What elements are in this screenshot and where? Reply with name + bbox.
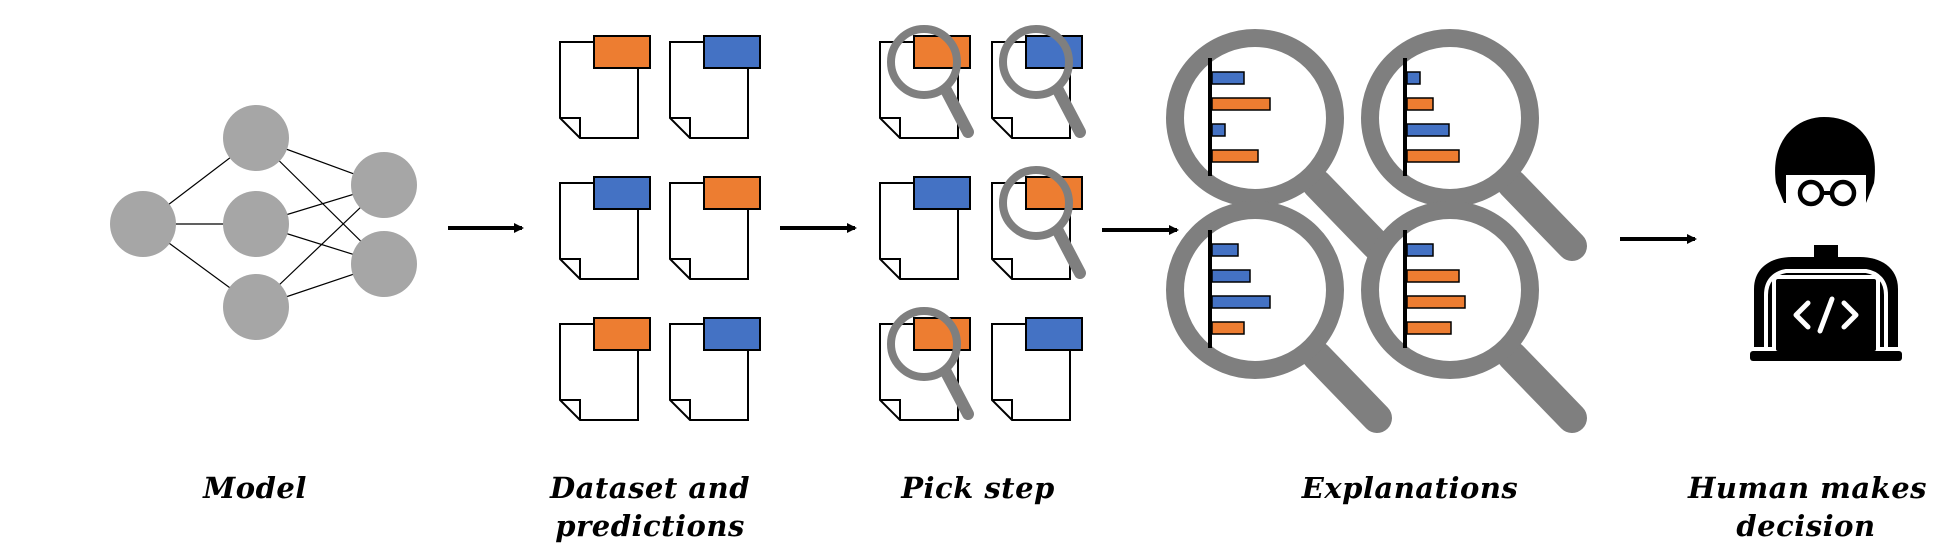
- explanation-magnifier: [1361, 201, 1587, 433]
- feature-bar: [1406, 71, 1421, 85]
- feature-bar: [1211, 123, 1226, 137]
- hidden-node: [223, 274, 289, 340]
- document-icon: [669, 317, 761, 421]
- feature-bar: [1211, 71, 1245, 85]
- feature-bar: [1406, 269, 1460, 283]
- person-with-laptop-icon: [1750, 117, 1902, 361]
- stage-label-dataset: Dataset and predictions: [530, 469, 770, 545]
- magnifying-glass-icon: [887, 307, 974, 420]
- document-icon: [879, 176, 971, 280]
- feature-bar: [1406, 321, 1452, 335]
- magnifier-handle: [1497, 169, 1587, 261]
- feature-bar: [1211, 97, 1271, 111]
- magnifier-lens: [1166, 29, 1344, 207]
- document-icon: [559, 317, 651, 421]
- stage-label-pick: Pick step: [901, 471, 1055, 505]
- hidden-node: [223, 105, 289, 171]
- picked-documents: [879, 25, 1086, 421]
- input-node: [110, 191, 176, 257]
- prediction-label-tag: [913, 35, 971, 69]
- magnifier-handle: [1497, 341, 1587, 433]
- prediction-label-tag: [1025, 317, 1083, 351]
- document-icon: [991, 35, 1083, 139]
- output-node: [351, 152, 417, 218]
- prediction-label-tag: [913, 176, 971, 210]
- prediction-label-tag: [593, 317, 651, 351]
- bar-chart-icon: [1208, 58, 1271, 176]
- magnifier-handle: [1302, 341, 1392, 433]
- feature-bar: [1406, 123, 1450, 137]
- stage-label-human-line-2: decision: [1736, 509, 1876, 543]
- bar-chart-icon: [1208, 230, 1271, 348]
- stage-label-dataset-line-2: predictions: [555, 509, 745, 543]
- feature-bar: [1211, 149, 1259, 163]
- feature-bar: [1406, 295, 1466, 309]
- stage-label-human: Human makes decision: [1688, 469, 1927, 545]
- feature-bar: [1211, 269, 1251, 283]
- document-icon: [879, 35, 971, 139]
- explanation-magnifier: [1166, 29, 1392, 261]
- feature-bar: [1406, 149, 1460, 163]
- dataset-documents: [559, 35, 761, 421]
- magnifying-glass-icon: [999, 25, 1086, 138]
- bar-chart-icon: [1403, 230, 1466, 348]
- prediction-label-tag: [913, 317, 971, 351]
- explanation-magnifier: [1361, 29, 1587, 261]
- prediction-label-tag: [1025, 176, 1083, 210]
- prediction-label-tag: [593, 176, 651, 210]
- magnifier-handle: [1302, 169, 1392, 261]
- prediction-label-tag: [703, 35, 761, 69]
- prediction-label-tag: [1025, 35, 1083, 69]
- prediction-label-tag: [703, 176, 761, 210]
- stage-label-explanations: Explanations: [1301, 471, 1519, 505]
- magnifier-lens: [1166, 201, 1344, 379]
- neural-network-icon: [110, 105, 417, 340]
- document-icon: [559, 176, 651, 280]
- explanation-magnifiers: [1166, 29, 1587, 433]
- prediction-label-tag: [703, 317, 761, 351]
- stage-label-human-line-1: Human makes: [1688, 471, 1927, 505]
- document-icon: [991, 317, 1083, 421]
- hidden-node: [223, 191, 289, 257]
- document-icon: [559, 35, 651, 139]
- document-icon: [879, 317, 971, 421]
- document-icon: [669, 35, 761, 139]
- stage-label-dataset-line-1: Dataset and: [549, 471, 751, 505]
- feature-bar: [1406, 243, 1434, 257]
- feature-bar: [1211, 321, 1245, 335]
- document-icon: [669, 176, 761, 280]
- output-node: [351, 231, 417, 297]
- magnifier-lens: [1361, 29, 1539, 207]
- feature-bar: [1211, 243, 1239, 257]
- bar-chart-icon: [1403, 58, 1460, 176]
- explanation-magnifier: [1166, 201, 1392, 433]
- feature-bar: [1406, 97, 1434, 111]
- feature-bar: [1211, 295, 1271, 309]
- magnifier-lens: [1361, 201, 1539, 379]
- magnifying-glass-icon: [999, 166, 1086, 279]
- prediction-label-tag: [593, 35, 651, 69]
- stage-label-model: Model: [203, 471, 307, 505]
- magnifying-glass-icon: [887, 25, 974, 138]
